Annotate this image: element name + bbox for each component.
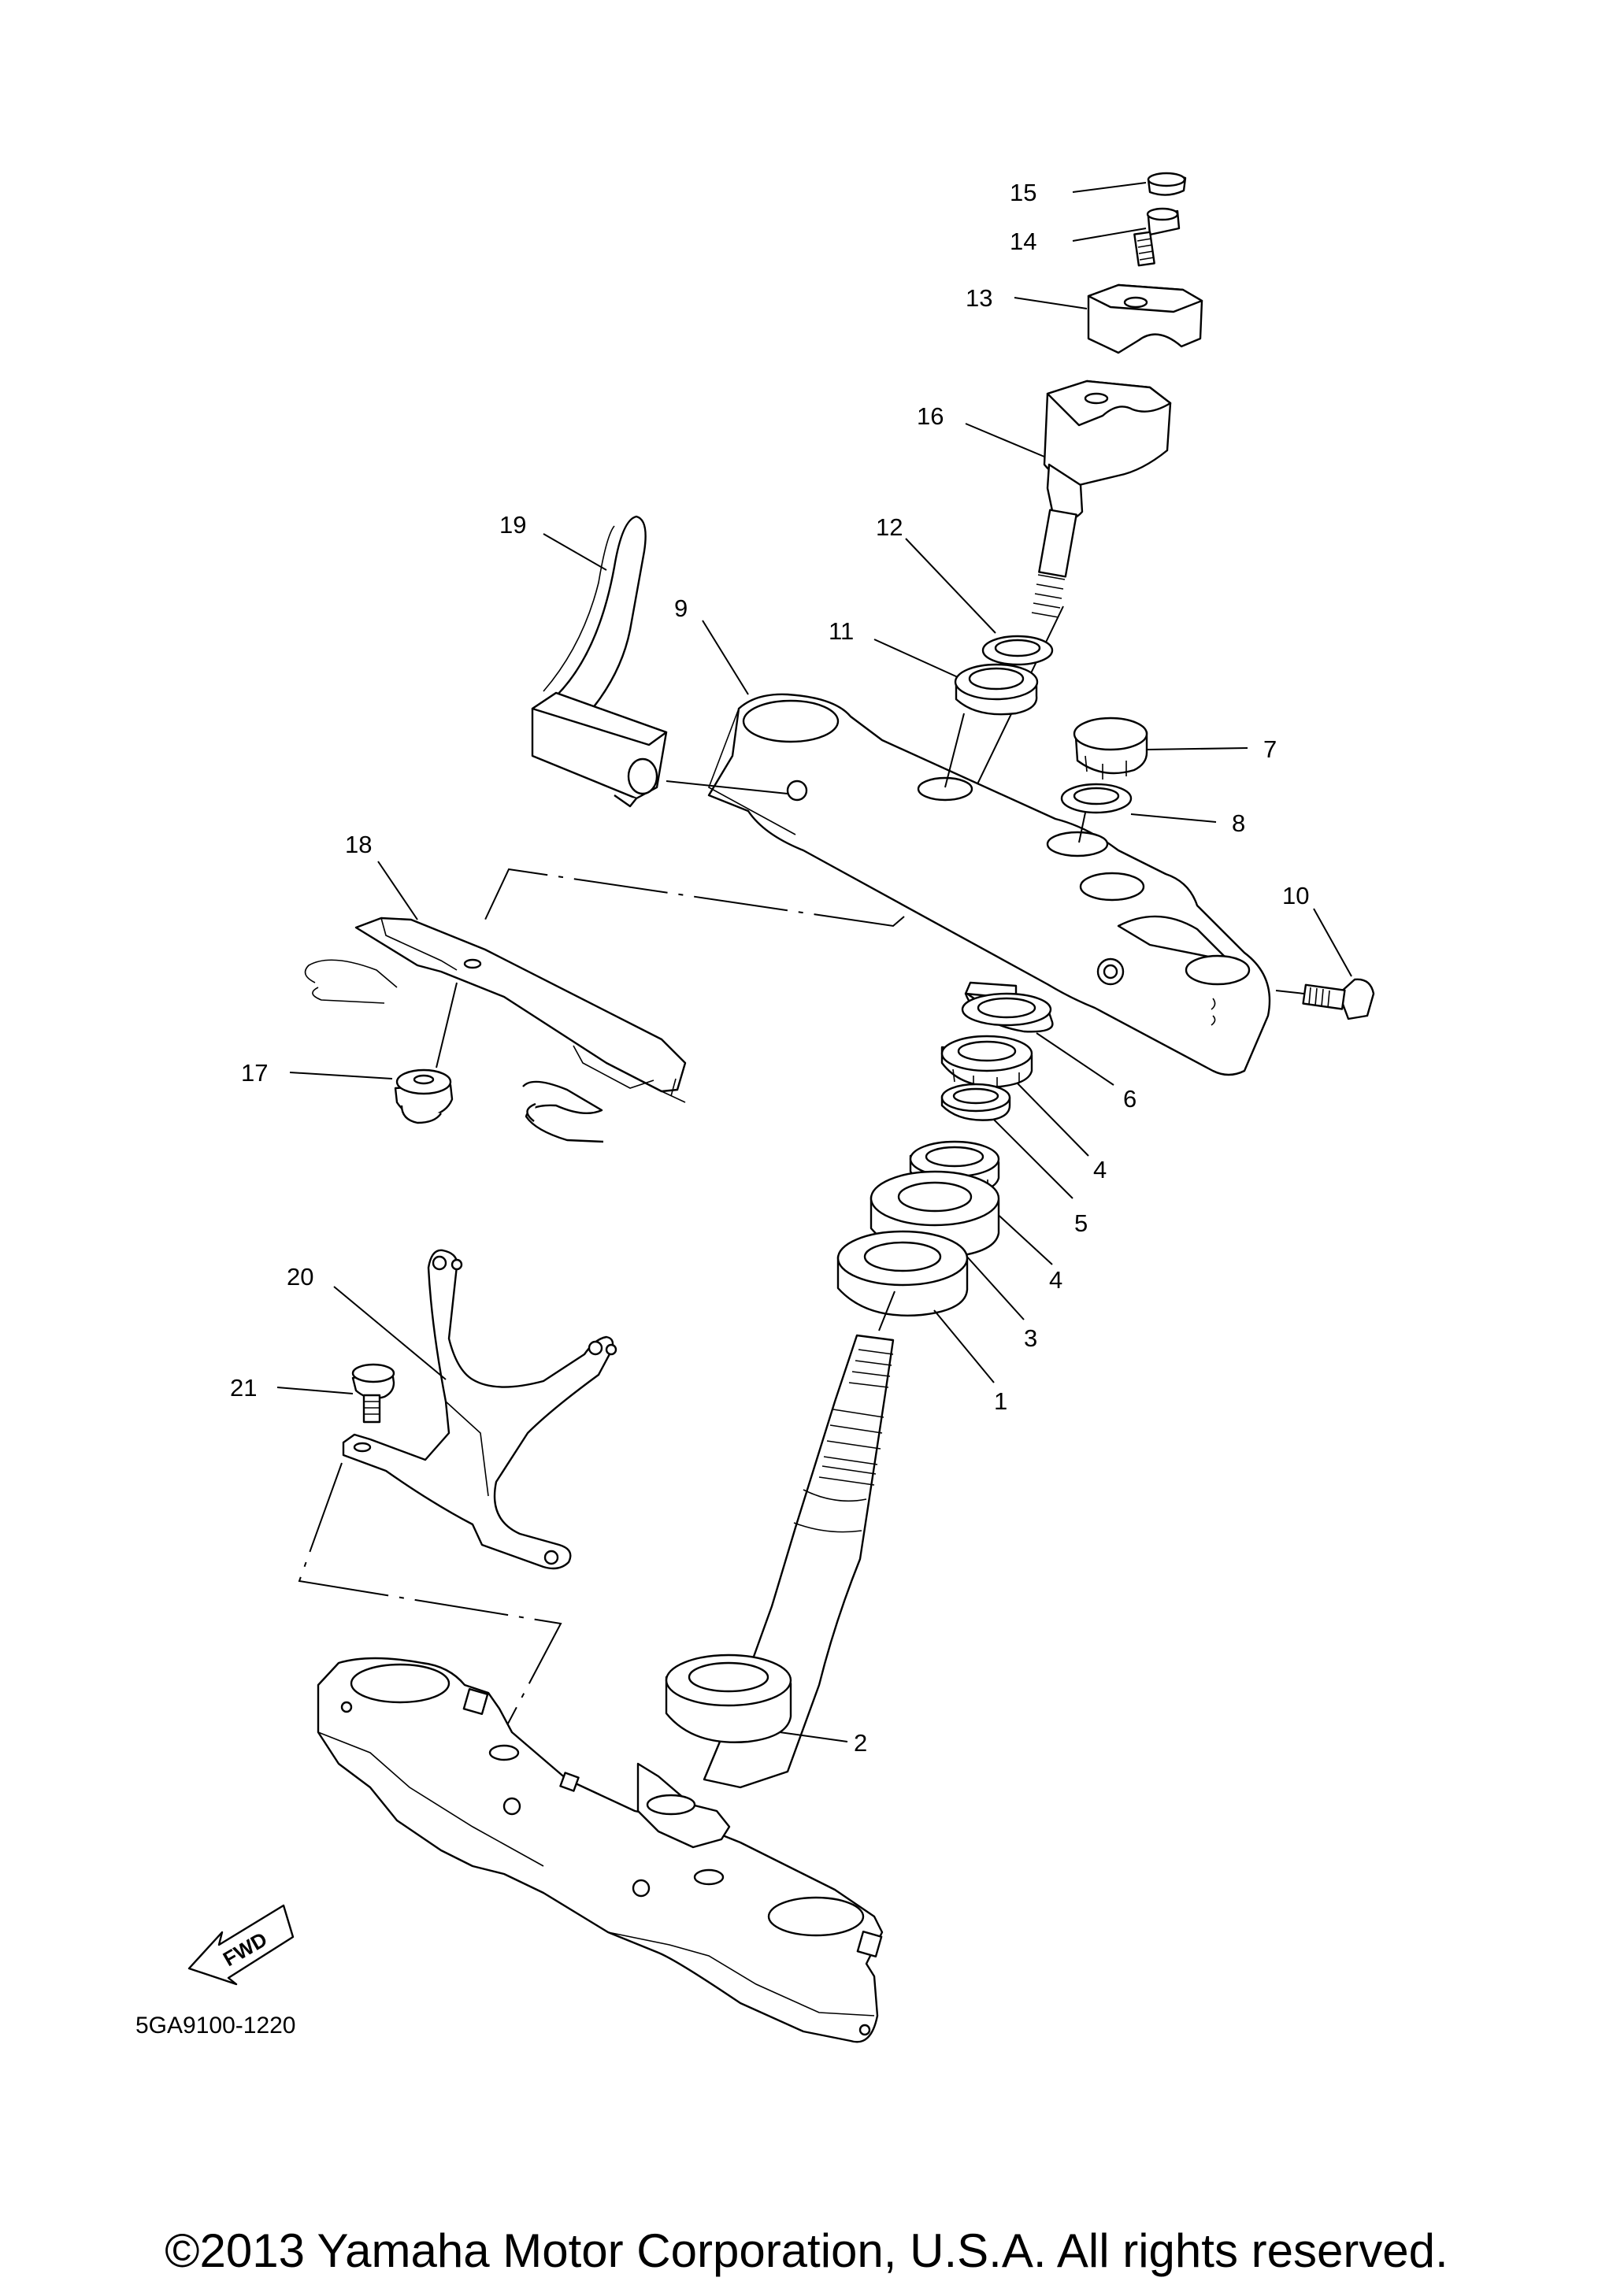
part-10-bolt[interactable]	[1275, 978, 1375, 1020]
leader-2	[779, 1731, 848, 1742]
part-8-washer[interactable]	[1060, 783, 1133, 814]
leader-9-shaft	[944, 713, 965, 788]
leader-8	[1130, 813, 1217, 823]
part-7-nut[interactable]	[1073, 717, 1148, 780]
callout-16[interactable]: 16	[917, 402, 944, 430]
leader-11	[873, 639, 959, 678]
leader-16	[965, 423, 1045, 457]
part-16-lower-holder[interactable]	[952, 380, 1172, 835]
leader-5	[993, 1119, 1073, 1199]
part-15-cap[interactable]	[1147, 172, 1187, 196]
leader-1	[933, 1309, 995, 1383]
part-17-nut[interactable]	[394, 1068, 454, 1124]
leader-8-stud	[1078, 812, 1086, 843]
leader-17	[289, 1072, 393, 1079]
callout-18[interactable]: 18	[345, 831, 372, 858]
assembly-line-18	[484, 868, 905, 928]
part-4-ring-nut-upper[interactable]	[940, 1035, 1033, 1088]
callout-19[interactable]: 19	[499, 511, 526, 539]
callout-2[interactable]: 2	[854, 1729, 867, 1757]
copyright-notice: ©2013 Yamaha Motor Corporation, U.S.A. A…	[165, 2224, 1448, 2277]
part-9-upper-bracket[interactable]	[707, 693, 1271, 1076]
callout-6[interactable]: 6	[1123, 1085, 1137, 1113]
callout-3[interactable]: 3	[1024, 1324, 1037, 1352]
leader-12	[905, 538, 996, 634]
leader-10	[1313, 908, 1352, 977]
part-5-washer[interactable]	[940, 1083, 1011, 1121]
leader-20	[333, 1286, 447, 1380]
part-12-washer[interactable]	[981, 635, 1054, 666]
leader-9	[702, 620, 749, 695]
forward-direction-indicator: FWD	[187, 1904, 295, 1986]
callout-10[interactable]: 10	[1282, 882, 1309, 909]
part-3-bearing-race[interactable]	[870, 1170, 1000, 1258]
leader-7	[1146, 747, 1248, 750]
callout-15[interactable]: 15	[1010, 179, 1036, 206]
part-1-bearing[interactable]	[836, 1230, 969, 1316]
callout-14[interactable]: 14	[1010, 228, 1036, 255]
part-19-wire-clip[interactable]	[531, 515, 668, 808]
callout-20[interactable]: 20	[287, 1263, 313, 1291]
part-6-lock-washer[interactable]	[961, 981, 1054, 1033]
assembly-line-20	[298, 1462, 562, 1738]
lower-bracket[interactable]	[317, 1657, 884, 2043]
leader-4a	[1017, 1083, 1089, 1157]
callout-4b[interactable]: 4	[1049, 1266, 1062, 1294]
callout-11[interactable]: 11	[829, 617, 854, 645]
part-11-collar[interactable]	[954, 663, 1039, 716]
leader-1-shaft	[878, 1291, 895, 1331]
leader-13	[1014, 297, 1088, 309]
callout-5[interactable]: 5	[1074, 1209, 1088, 1237]
callout-1[interactable]: 1	[994, 1387, 1007, 1415]
leader-21	[276, 1387, 354, 1394]
leader-14	[1072, 228, 1147, 242]
part-20-bracket[interactable]	[342, 1249, 617, 1570]
leader-19	[543, 533, 607, 571]
part-18-wire-holder[interactable]	[304, 917, 687, 1143]
callout-21[interactable]: 21	[230, 1374, 257, 1402]
leader-15	[1072, 182, 1147, 193]
assembly-line-17	[436, 982, 458, 1068]
diagram-code: 5GA9100-1220	[135, 2013, 296, 2039]
callout-9[interactable]: 9	[674, 594, 688, 622]
callout-4a[interactable]: 4	[1093, 1156, 1107, 1183]
callout-12[interactable]: 12	[876, 513, 903, 541]
leader-19-screw	[666, 780, 788, 794]
callout-13[interactable]: 13	[966, 284, 992, 312]
leader-6	[1036, 1032, 1114, 1086]
part-13-upper-holder[interactable]	[1087, 283, 1203, 354]
part-14-bolt[interactable]	[1133, 207, 1181, 267]
part-2-lower-bearing[interactable]	[665, 1653, 792, 1743]
part-21-bolt[interactable]	[351, 1363, 395, 1424]
callout-8[interactable]: 8	[1232, 809, 1245, 837]
callout-17[interactable]: 17	[241, 1059, 268, 1087]
leader-18	[377, 861, 418, 920]
callout-7[interactable]: 7	[1263, 735, 1277, 763]
leader-3	[965, 1254, 1025, 1320]
